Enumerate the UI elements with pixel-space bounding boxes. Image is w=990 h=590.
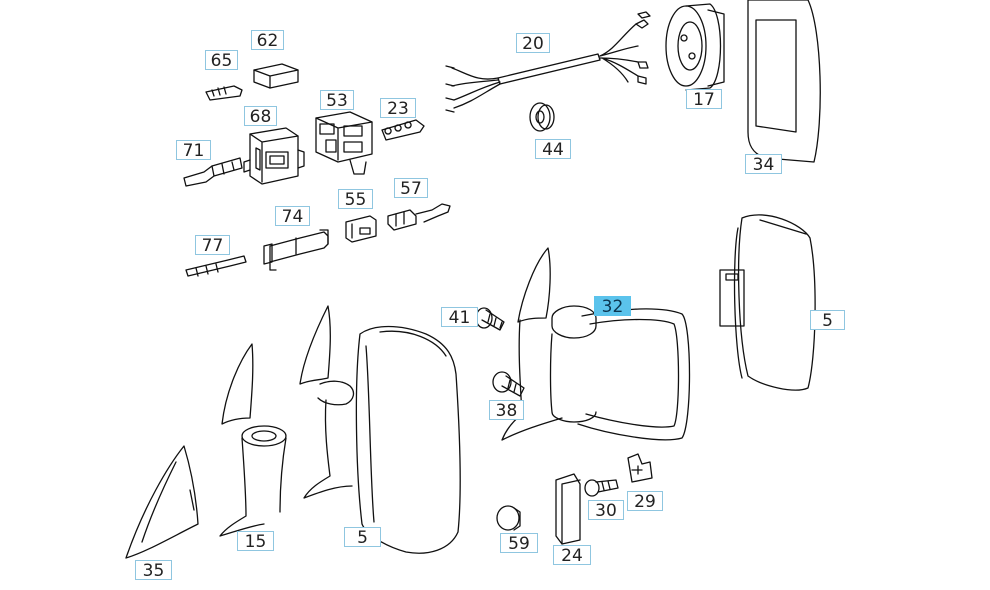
callout-part-57[interactable]: 57: [394, 178, 428, 199]
part-71-terminal: [183, 157, 243, 187]
callout-part-71[interactable]: 71: [176, 140, 211, 161]
part-74-connector: [263, 229, 329, 271]
part-57-connector: [387, 203, 451, 231]
callout-part-5-left[interactable]: 5: [344, 527, 381, 548]
part-53-connector: [315, 111, 373, 175]
part-34-mirror-glass: [747, 0, 821, 163]
part-20-wiring-harness: [445, 11, 651, 113]
callout-part-41[interactable]: 41: [441, 307, 478, 328]
part-77-terminal: [185, 255, 247, 277]
callout-part-53[interactable]: 53: [320, 90, 354, 111]
callout-part-23[interactable]: 23: [380, 98, 416, 119]
callout-part-30[interactable]: 30: [588, 500, 624, 521]
part-23-clip: [381, 119, 425, 141]
part-32-mirror-arm: [501, 247, 691, 441]
part-38-screw: [492, 371, 525, 397]
part-15-arm: [219, 343, 287, 537]
callout-part-35[interactable]: 35: [135, 560, 172, 581]
callout-part-44[interactable]: 44: [535, 139, 571, 160]
part-68-connector-block: [243, 127, 305, 185]
callout-part-68[interactable]: 68: [244, 106, 277, 127]
callout-part-55[interactable]: 55: [338, 189, 373, 210]
part-55-socket: [345, 215, 377, 243]
part-41-screw: [475, 307, 505, 331]
part-65-terminal: [205, 85, 243, 101]
callout-part-34[interactable]: 34: [745, 154, 782, 175]
part-29-clip: [627, 453, 653, 483]
callout-part-17[interactable]: 17: [686, 89, 722, 110]
part-5-mirror-assembly-left: [299, 305, 461, 554]
part-62-plug: [253, 63, 299, 89]
callout-part-77[interactable]: 77: [195, 235, 230, 256]
callout-part-65[interactable]: 65: [205, 50, 238, 71]
part-24-cover-strip: [555, 473, 581, 545]
part-30-screw: [584, 479, 619, 497]
callout-part-24[interactable]: 24: [553, 545, 591, 566]
callout-part-5-right[interactable]: 5: [810, 310, 845, 331]
callout-part-38[interactable]: 38: [489, 400, 524, 421]
part-5-mirror-head-right: [719, 214, 816, 391]
part-59-cap: [496, 505, 521, 531]
callout-part-59[interactable]: 59: [500, 533, 538, 554]
part-35-cover: [125, 445, 199, 559]
callout-part-74[interactable]: 74: [275, 206, 310, 227]
part-17-motor: [665, 3, 725, 91]
callout-part-29[interactable]: 29: [627, 491, 663, 512]
callout-part-15[interactable]: 15: [237, 531, 274, 552]
callout-part-20[interactable]: 20: [516, 33, 550, 54]
callout-part-32-selected[interactable]: 32: [594, 296, 631, 317]
callout-part-62[interactable]: 62: [251, 30, 284, 51]
part-44-grommet: [529, 102, 555, 132]
